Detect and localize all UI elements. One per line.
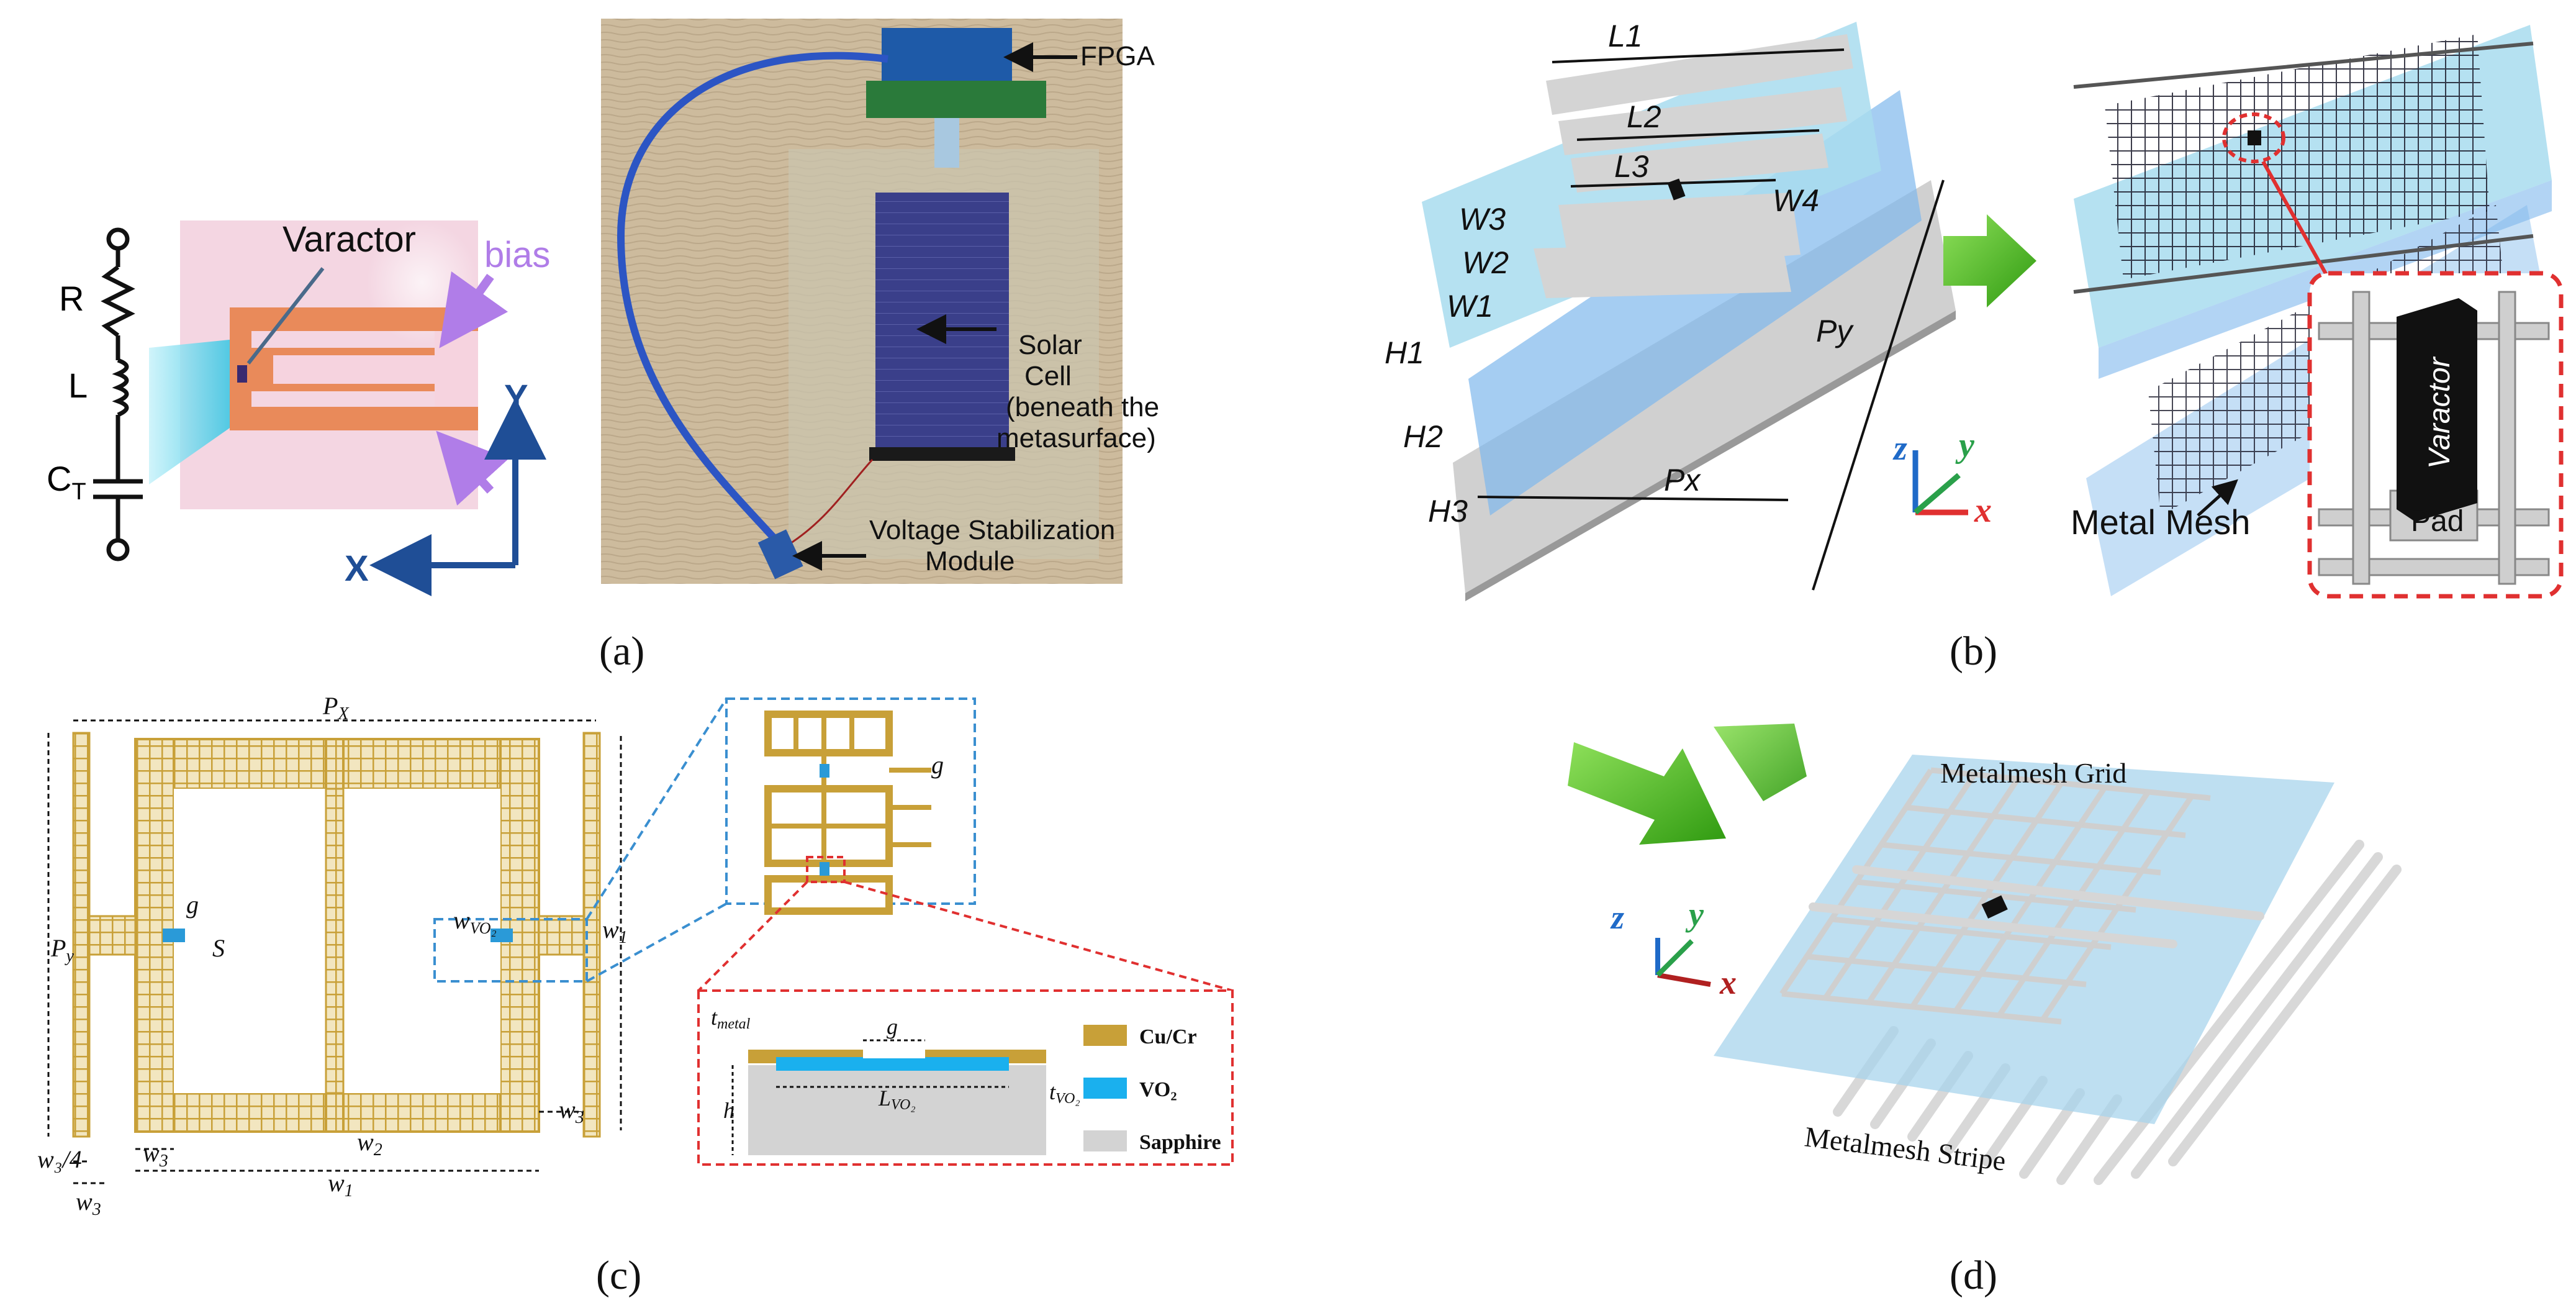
axis-y-d: y (1685, 896, 1704, 933)
left-strip (72, 732, 91, 1138)
ground-plate (1453, 180, 1956, 593)
dim-h3: H3 (1428, 494, 1468, 529)
dim-w4: W4 (1773, 183, 1819, 218)
axis-y-label: Y (504, 378, 528, 418)
axis-x-label: X (345, 548, 369, 589)
circuit-l-label: L (68, 366, 88, 405)
metal-mesh-label: Metal Mesh (2071, 502, 2250, 542)
fpga-label: FPGA (1080, 41, 1155, 71)
dim-h2: H2 (1403, 419, 1443, 454)
xyz-axes-d (1655, 938, 1711, 987)
panel-d: z y x Metalmesh Grid Metalmesh Stripe (d… (1568, 724, 2402, 1298)
dim-w3: W3 (1459, 202, 1506, 237)
panel-b-caption: (b) (1950, 629, 1997, 674)
tmetal-label: tmetal (711, 1005, 751, 1032)
metalmesh-grid-label: Metalmesh Grid (1940, 757, 2126, 789)
inset-g-label: g (931, 751, 944, 779)
dim-wvo2-c: wVO₂ (453, 906, 497, 937)
dim-px-c: PX (322, 692, 349, 724)
dim-w1-right: w1 (602, 915, 628, 947)
bias-arrow-bottom (436, 430, 509, 506)
voltage-module (757, 529, 803, 579)
incident-arrow-2 (1714, 724, 1807, 801)
panel-c: PX Py g S wVO₂ w1 w3 w2 w3 w1 w₃/4 w3 (37, 692, 1234, 1298)
incident-arrow-1 (1568, 742, 1726, 845)
dim-py: Py (1816, 314, 1854, 348)
fpga-board (882, 28, 1012, 90)
varactor-chip-d (1981, 895, 2008, 919)
legend-sapphire: Sapphire (1139, 1131, 1221, 1154)
dim-w1-bottom: w1 (328, 1169, 353, 1201)
tvo2-label: tVO₂ (1049, 1079, 1080, 1107)
dim-h1: H1 (1385, 335, 1424, 370)
inset-pad-label: Pad (2411, 505, 2464, 538)
legend-vo2: VO₂ (1139, 1078, 1177, 1101)
dim-l1: L1 (1608, 19, 1643, 53)
varactor-label: Varactor (282, 219, 416, 260)
varactor-glow-cone (149, 338, 242, 484)
dim-w2: W2 (1462, 245, 1509, 280)
dim-w3-right: w3 (559, 1096, 584, 1127)
legend-cucr: Cu/Cr (1139, 1025, 1197, 1048)
bias-label: bias (484, 235, 550, 275)
panel-d-caption: (d) (1950, 1253, 1997, 1298)
axis-z-b: z (1892, 429, 1907, 468)
hardware-photo (601, 19, 1123, 584)
xy-axes (369, 397, 546, 596)
solar-label-3: (beneath the (1006, 392, 1159, 422)
dim-px: Px (1664, 463, 1701, 497)
dim-g-c: g (186, 891, 199, 919)
dim-w3-quarter: w₃/4 (37, 1145, 82, 1173)
solar-label-2: Cell (1024, 361, 1072, 391)
circuit-r-label: R (59, 279, 84, 318)
dim-l2: L2 (1627, 99, 1661, 134)
axis-z-d: z (1610, 899, 1624, 936)
vsm-label-2: Module (925, 546, 1015, 576)
panel-b: L1 L2 L3 W3 W4 W2 W1 H1 H2 H3 Px Py z y (1385, 19, 2564, 674)
dim-l3: L3 (1614, 149, 1649, 184)
dim-w3-far: w3 (76, 1188, 101, 1219)
circuit-c-label: CT (47, 459, 86, 505)
transform-arrow (1943, 214, 2036, 307)
inset-varactor-label: Varactor (2423, 356, 2456, 469)
metalmesh-grid (1779, 767, 2211, 1025)
xyz-axes-b (1912, 450, 1968, 515)
cell-structure (230, 307, 478, 430)
dim-s-c: S (212, 934, 225, 962)
dim-w2-c: w2 (357, 1128, 382, 1160)
metalmesh-stripe-label: Metalmesh Stripe (1803, 1120, 2008, 1176)
usb-cable (617, 52, 888, 543)
vsm-label-1: Voltage Stabilization (869, 515, 1115, 545)
varactor-chip (2397, 298, 2477, 522)
bias-arrow-top (439, 271, 508, 348)
varactor-pointer (246, 267, 325, 365)
dim-w3-bottom: w3 (143, 1139, 168, 1171)
cs-g-label: g (887, 1014, 898, 1039)
lvo2-label: LVO₂ (878, 1086, 916, 1113)
axis-x-d: x (1719, 964, 1737, 1001)
axis-x-b: x (1974, 491, 1992, 530)
solar-label-4: metasurface) (997, 423, 1156, 453)
dim-w1: W1 (1447, 289, 1493, 324)
solar-cell (875, 193, 1009, 453)
dim-py-c: Py (50, 934, 74, 966)
rlc-circuit (93, 227, 143, 561)
panel-c-caption: (c) (596, 1253, 641, 1298)
axis-y-b: y (1955, 426, 1975, 465)
solar-label-1: Solar (1018, 330, 1082, 360)
panel-a-caption: (a) (599, 629, 644, 674)
material-legend: Cu/Cr VO₂ Sapphire (1083, 1025, 1221, 1154)
panel-a: R L CT Varactor bias Y X (47, 19, 1159, 674)
